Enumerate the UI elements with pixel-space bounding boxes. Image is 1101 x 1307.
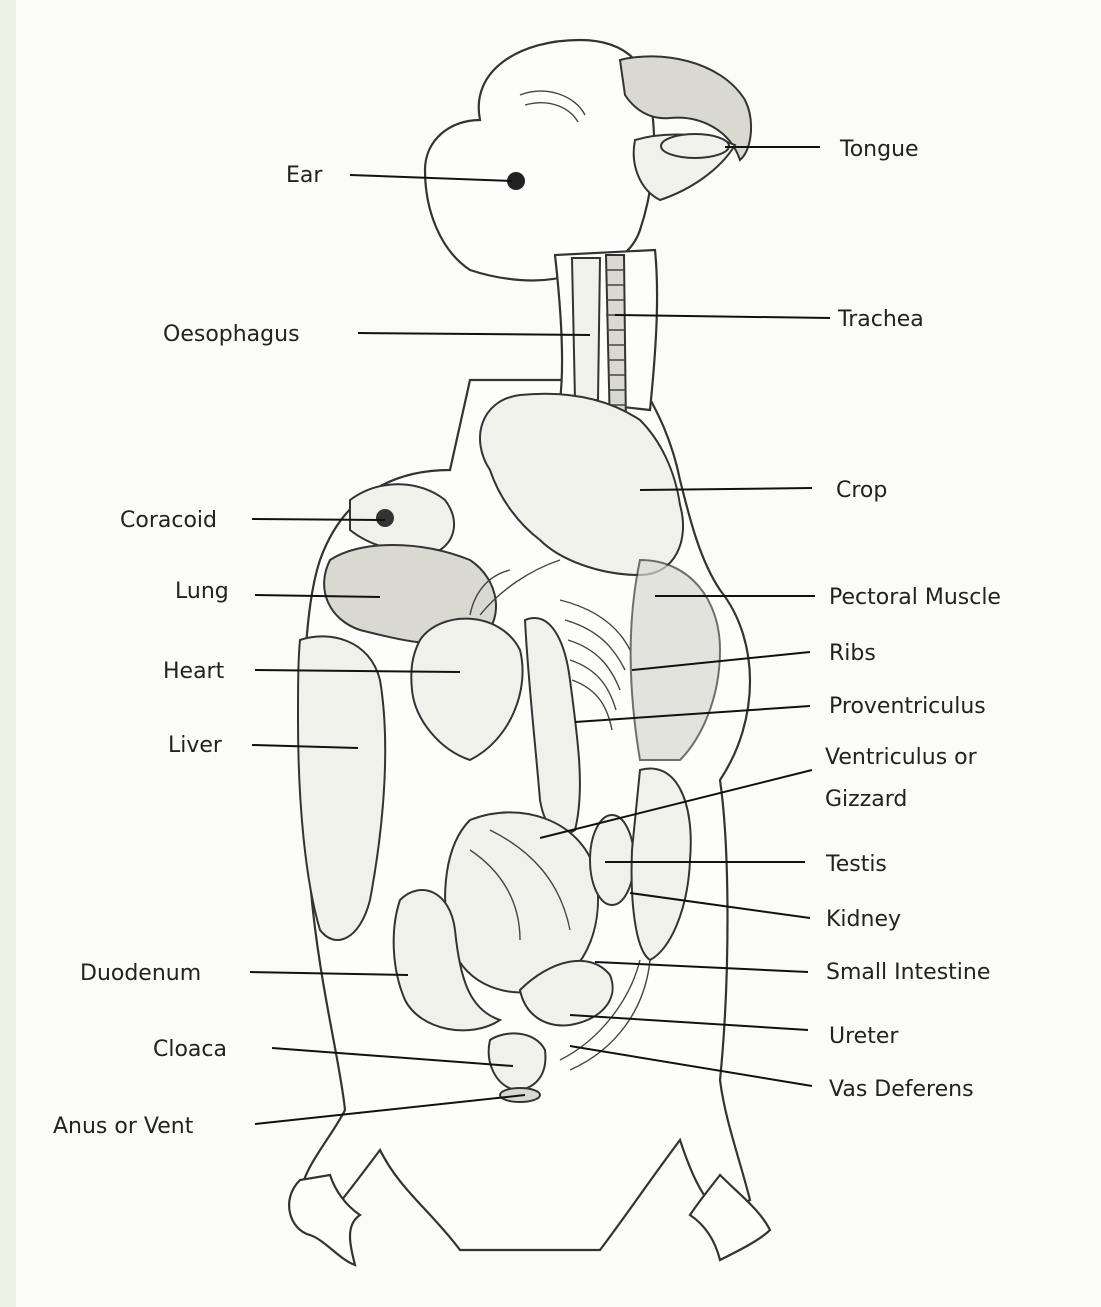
label-kidney: Kidney: [826, 907, 901, 932]
label-tongue: Tongue: [839, 137, 919, 162]
label-oesophagus: Oesophagus: [163, 322, 300, 347]
bird-illustration: [289, 40, 770, 1265]
label-ventriculus-line2: Gizzard: [825, 787, 907, 812]
label-liver: Liver: [168, 733, 223, 758]
label-vas-deferens: Vas Deferens: [829, 1077, 974, 1102]
head: [425, 40, 654, 280]
label-duodenum: Duodenum: [80, 961, 201, 986]
bird-anatomy-diagram: Ear Tongue Oesophagus Trachea Crop Corac…: [16, 0, 1101, 1307]
leader-coracoid: [252, 519, 385, 520]
label-lung: Lung: [175, 579, 229, 604]
label-testis: Testis: [825, 852, 887, 877]
coracoid-socket: [376, 509, 394, 527]
figure-frame: Ear Tongue Oesophagus Trachea Crop Corac…: [16, 0, 1101, 1307]
label-anus-or-vent: Anus or Vent: [53, 1114, 194, 1139]
tongue-shape: [661, 134, 729, 158]
label-cloaca: Cloaca: [153, 1037, 227, 1062]
leader-oesophagus: [358, 333, 590, 335]
label-ribs: Ribs: [829, 641, 876, 666]
oesophagus-tube: [572, 258, 600, 400]
label-small-intestine: Small Intestine: [826, 960, 990, 985]
label-ear: Ear: [286, 163, 323, 188]
label-proventriculus: Proventriculus: [829, 694, 986, 719]
label-coracoid: Coracoid: [120, 508, 217, 533]
label-heart: Heart: [163, 659, 225, 684]
label-ventriculus-line1: Ventriculus or: [825, 745, 978, 770]
label-pectoral-muscle: Pectoral Muscle: [829, 585, 1001, 610]
label-ureter: Ureter: [829, 1024, 899, 1049]
testis-shape: [590, 815, 634, 905]
label-trachea: Trachea: [837, 307, 924, 332]
label-crop: Crop: [836, 478, 887, 503]
